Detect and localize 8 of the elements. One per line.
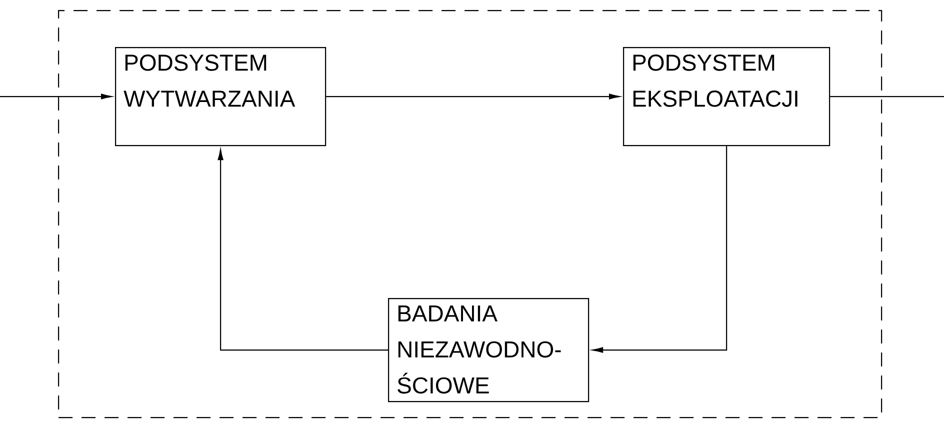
arrow [592,146,728,353]
system-boundary [58,10,882,418]
arrow [0,94,112,100]
arrow [326,94,620,100]
arrow [218,149,388,351]
process-box: PODSYSTEM EKSPLOATACJI [623,47,830,146]
process-box: PODSYSTEM WYTWARZANIA [115,47,326,146]
process-box: BADANIA NIEZAWODNO- ŚCIOWE [388,298,590,402]
